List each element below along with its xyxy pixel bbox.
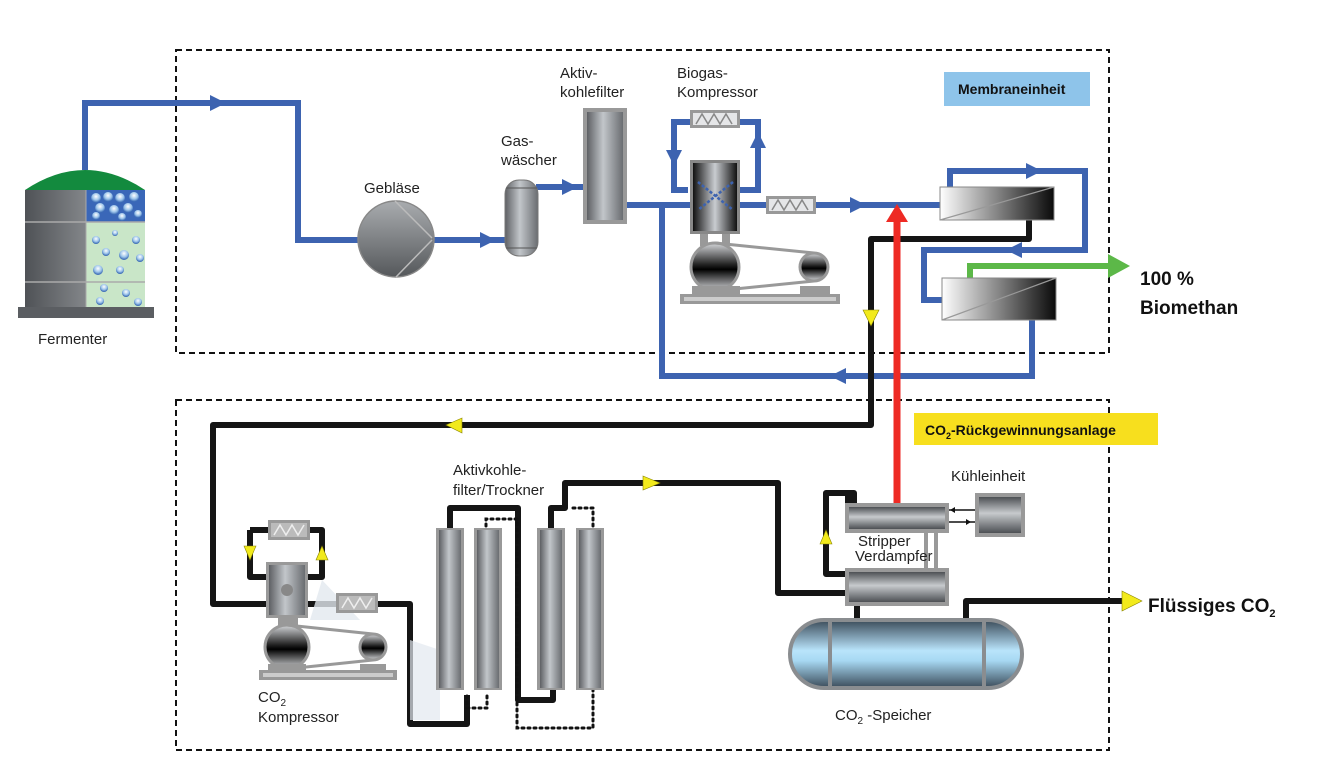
co2-compressor-label-1: CO2 bbox=[258, 689, 287, 709]
membrane-unit-badge: Membraneinheit bbox=[944, 72, 1090, 106]
co2-compressor-label-2: Kompressor bbox=[258, 709, 339, 726]
biogas-compressor-label-1: Biogas- bbox=[677, 65, 728, 82]
stripper-label-2: Verdampfer bbox=[855, 548, 933, 565]
flow-arrow-icon bbox=[819, 529, 833, 545]
co2-recovery-frame bbox=[175, 399, 1110, 751]
liquid-co2-arrow-icon bbox=[1121, 590, 1143, 612]
membrane-module-2 bbox=[941, 277, 1057, 321]
flow-arrow-icon bbox=[210, 95, 226, 111]
carbon-dryer-label-1: Aktivkohle- bbox=[453, 462, 526, 479]
flow-arrow-icon bbox=[1006, 242, 1022, 258]
biomethane-output-label-2: Biomethan bbox=[1140, 298, 1238, 319]
flow-arrow-icon bbox=[850, 197, 866, 213]
co2-storage-label: CO2 -Speicher bbox=[835, 707, 931, 727]
stripper-label-1: Stripper bbox=[858, 533, 911, 550]
shading bbox=[410, 640, 440, 720]
gas-scrubber-icon bbox=[504, 179, 539, 257]
biogas-compressor-label-2: Kompressor bbox=[677, 84, 758, 101]
co2-storage-tank-icon bbox=[788, 618, 1024, 690]
membrane-unit-label: Membraneinheit bbox=[958, 81, 1066, 97]
heat-arrow-icon bbox=[886, 204, 908, 222]
carbon-dryer-label-2: filter/Trockner bbox=[453, 482, 544, 499]
flow-arrow-icon bbox=[642, 475, 661, 491]
heat-return-line bbox=[886, 204, 908, 528]
flow-arrow-icon bbox=[243, 545, 257, 561]
biomethane-output-label-1: 100 % bbox=[1140, 269, 1194, 290]
fermenter-icon bbox=[18, 170, 154, 318]
gas-scrubber-label-2: wäscher bbox=[500, 152, 557, 169]
flow-arrow-icon bbox=[315, 545, 329, 561]
activated-carbon-label-1: Aktiv- bbox=[560, 65, 598, 82]
flow-arrow-icon bbox=[445, 417, 463, 434]
co2-recovery-label: CO2-Rückgewinnungsanlage bbox=[925, 422, 1116, 441]
blower-label: Gebläse bbox=[364, 180, 420, 197]
flow-arrow-icon bbox=[666, 150, 682, 166]
activated-carbon-filter-icon bbox=[583, 108, 627, 224]
liquid-co2-output-label: Flüssiges CO2 bbox=[1148, 596, 1276, 620]
biogas-flow-arrows bbox=[210, 95, 1042, 384]
biogas-compressor-icon bbox=[680, 110, 840, 304]
co2-compressor-icon bbox=[259, 520, 397, 680]
co2-recovery-badge: CO2-Rückgewinnungsanlage bbox=[914, 413, 1158, 445]
flow-arrow-icon bbox=[830, 368, 846, 384]
carbon-dryer-columns bbox=[436, 528, 604, 690]
biomethane-arrow-icon bbox=[1108, 254, 1130, 278]
flow-arrow-icon bbox=[480, 232, 496, 248]
biomethane-pipe bbox=[967, 254, 1130, 283]
flow-arrow-icon bbox=[750, 132, 766, 148]
flow-arrow-icon bbox=[562, 179, 578, 195]
gas-scrubber-label-1: Gas- bbox=[501, 133, 534, 150]
flow-arrow-icon bbox=[862, 309, 880, 327]
stripper-evaporator-icon bbox=[845, 503, 975, 606]
blower-icon bbox=[357, 200, 435, 278]
cooling-unit-label: Kühleinheit bbox=[951, 468, 1026, 485]
fermenter-label: Fermenter bbox=[38, 331, 107, 348]
activated-carbon-label-2: kohlefilter bbox=[560, 84, 624, 101]
flow-arrow-icon bbox=[1026, 163, 1042, 179]
regeneration-lines bbox=[465, 506, 595, 730]
membrane-module-1 bbox=[939, 186, 1055, 221]
co2-flow-arrows bbox=[243, 309, 1143, 612]
cooling-unit-icon bbox=[975, 493, 1025, 537]
membrane-unit-frame bbox=[175, 49, 1110, 354]
co2-pipes bbox=[210, 220, 1128, 727]
